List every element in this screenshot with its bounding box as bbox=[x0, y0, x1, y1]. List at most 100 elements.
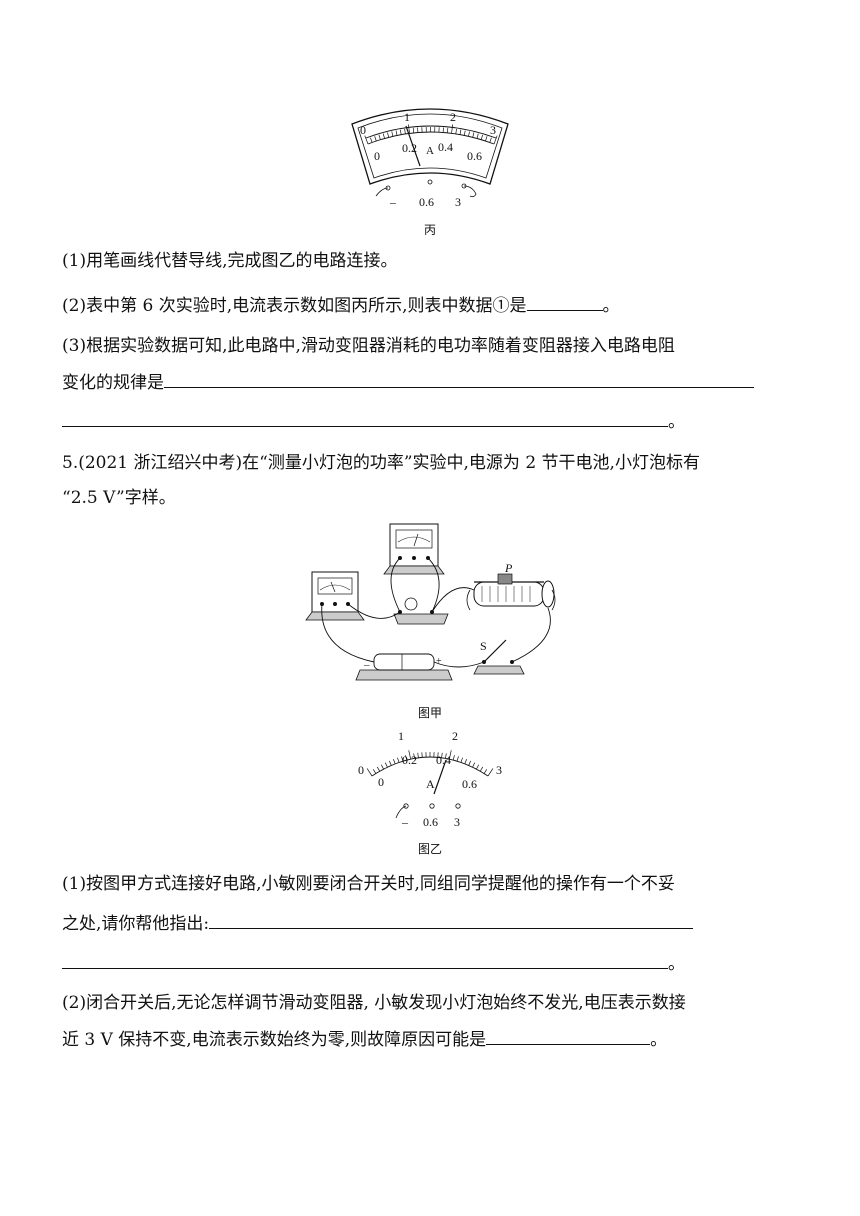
q4-item-3-text: 变化的规律是 bbox=[62, 373, 164, 393]
dial-tick bbox=[489, 137, 492, 143]
dial-tick bbox=[448, 750, 452, 760]
dial-tick bbox=[468, 760, 471, 766]
dial-tick bbox=[485, 136, 488, 142]
dial-tick bbox=[468, 131, 470, 137]
q4-item-2: (2)表中第 6 次实验时,电流表示数如图丙所示,则表中数据①是。 bbox=[62, 292, 620, 318]
bottom-scale-0-2: 0.2 bbox=[402, 753, 417, 767]
dial-tick bbox=[459, 129, 462, 135]
top-scale-3: 3 bbox=[496, 763, 502, 777]
answer-blank-q5-2[interactable] bbox=[486, 1026, 651, 1045]
dial-tick bbox=[472, 762, 476, 768]
bottom-scale-0-2: 0.2 bbox=[402, 141, 417, 155]
dial-needle bbox=[433, 759, 447, 795]
dial-tick bbox=[399, 129, 402, 135]
q5-stem-line-2: “2.5 V”字样。 bbox=[62, 488, 176, 508]
rheostat bbox=[466, 573, 556, 611]
q5-item-2-text: 近 3 V 保持不变,电流表示数始终为零,则故障原因可能是 bbox=[62, 1030, 487, 1050]
answer-blank-q5-1a[interactable] bbox=[209, 910, 694, 929]
dial-tick bbox=[463, 130, 466, 136]
terminal-label-0-6: 0.6 bbox=[423, 815, 438, 829]
figure-caption-jia: 图甲 bbox=[417, 706, 442, 720]
q5-item-1-line-2: 之处,请你帮他指出: bbox=[62, 910, 694, 936]
terminal-label-minus: – bbox=[389, 195, 397, 209]
switch-label-s: S bbox=[480, 639, 487, 653]
dial-housing bbox=[351, 108, 509, 185]
dial-tick bbox=[464, 759, 467, 764]
terminal-0-6 bbox=[427, 179, 433, 185]
top-scale-2: 2 bbox=[450, 110, 456, 124]
dial-tick bbox=[364, 135, 369, 145]
dial-tick bbox=[393, 759, 396, 764]
top-scale-2: 2 bbox=[452, 729, 458, 743]
battery-pack bbox=[355, 653, 453, 681]
q5-item-1-line-3: 。 bbox=[62, 950, 685, 976]
dial-tick bbox=[405, 755, 408, 761]
dial-tick bbox=[483, 769, 488, 774]
q4-item-3-line-1: (3)根据实验数据可知,此电路中,滑动变阻器消耗的电功率随着变阻器接入电路电阻 bbox=[62, 336, 675, 356]
bottom-scale-0-4: 0.4 bbox=[436, 753, 451, 767]
dial-tick bbox=[412, 127, 415, 133]
dial-tick bbox=[417, 752, 419, 758]
q4-item-3-end: 。 bbox=[668, 412, 685, 432]
dial-tick bbox=[380, 764, 384, 770]
dial-ticks bbox=[364, 124, 498, 145]
answer-blank-q4-2[interactable] bbox=[526, 292, 603, 311]
q4-item-1: (1)用笔画线代替导线,完成图乙的电路连接。 bbox=[62, 251, 398, 271]
dial-tick bbox=[472, 132, 475, 138]
dial-tick bbox=[456, 756, 459, 762]
dial-ticks bbox=[366, 750, 494, 777]
answer-blank-q4-3a[interactable] bbox=[164, 369, 754, 388]
top-scale-0: 0 bbox=[360, 123, 366, 137]
dial-tick bbox=[452, 755, 455, 761]
terminal-3 bbox=[455, 803, 461, 809]
battery-label-minus: – bbox=[363, 659, 370, 671]
dial-scale-arc-lower bbox=[367, 131, 495, 145]
answer-blank-q5-1b[interactable] bbox=[62, 950, 668, 969]
dial-tick bbox=[476, 133, 479, 139]
dial-tick bbox=[413, 753, 415, 759]
q4-item-3-line-3: 。 bbox=[62, 408, 685, 434]
bottom-scale-0: 0 bbox=[378, 775, 384, 789]
dial-inner-border bbox=[357, 113, 503, 179]
unit-label: A bbox=[426, 777, 435, 791]
dial-tick bbox=[376, 766, 381, 772]
circuit-wires bbox=[321, 557, 551, 668]
terminal-minus-wire bbox=[395, 805, 407, 819]
lamp-holder bbox=[393, 597, 449, 625]
q4-item-2-text: (2)表中第 6 次实验时,电流表示数如图丙所示,则表中数据①是 bbox=[62, 296, 527, 316]
q5-item-2-line-1: (2)闭合开关后,无论怎样调节滑动变阻器, 小敏发现小灯泡始终不发光,电压表示数… bbox=[62, 993, 686, 1013]
dial-tick bbox=[460, 757, 463, 763]
dial-tick bbox=[382, 133, 385, 139]
bottom-scale-0: 0 bbox=[374, 149, 380, 163]
dial-tick bbox=[408, 124, 410, 134]
terminal-label-0-6: 0.6 bbox=[419, 195, 434, 209]
dial-tick bbox=[408, 750, 412, 760]
q4-item-3-line-2: 变化的规律是 bbox=[62, 369, 754, 395]
terminal-label-3: 3 bbox=[454, 815, 460, 829]
q5-item-1-end: 。 bbox=[668, 954, 685, 974]
dial-tick bbox=[455, 128, 457, 134]
dial-tick bbox=[395, 130, 398, 136]
figure-caption-bing: 丙 bbox=[423, 223, 436, 237]
q5-item-1-line-1: (1)按图甲方式连接好电路,小敏刚要闭合开关时,同组同学提醒他的操作有一个不妥 bbox=[62, 874, 675, 894]
dial-tick bbox=[487, 768, 494, 777]
dial-scale-arc bbox=[371, 756, 489, 777]
dial-tick bbox=[391, 131, 394, 137]
dial-tick bbox=[479, 766, 484, 772]
dial-tick bbox=[384, 762, 388, 768]
dial-tick bbox=[370, 137, 373, 143]
answer-blank-q4-3b[interactable] bbox=[62, 408, 668, 427]
slider-label-p: P bbox=[504, 561, 513, 575]
dial-tick bbox=[401, 756, 404, 762]
dial-tick bbox=[480, 134, 483, 140]
dial-tick bbox=[476, 764, 480, 770]
voltmeter-top bbox=[383, 523, 445, 575]
dial-scale-arc-upper bbox=[365, 125, 497, 139]
top-scale-0: 0 bbox=[358, 763, 364, 777]
ammeter-dial-figure-yi: 0 1 2 3 0 0.2 0.4 0.6 A – 0.6 3 bbox=[358, 729, 502, 829]
q5-stem-line-1: 5.(2021 浙江绍兴中考)在“测量小灯泡的功率”实验中,电源为 2 节干电池… bbox=[62, 453, 700, 473]
dial-needle bbox=[405, 125, 421, 167]
dial-tick bbox=[374, 136, 377, 142]
top-scale-1: 1 bbox=[404, 110, 410, 124]
q5-item-2-end: 。 bbox=[650, 1030, 668, 1050]
